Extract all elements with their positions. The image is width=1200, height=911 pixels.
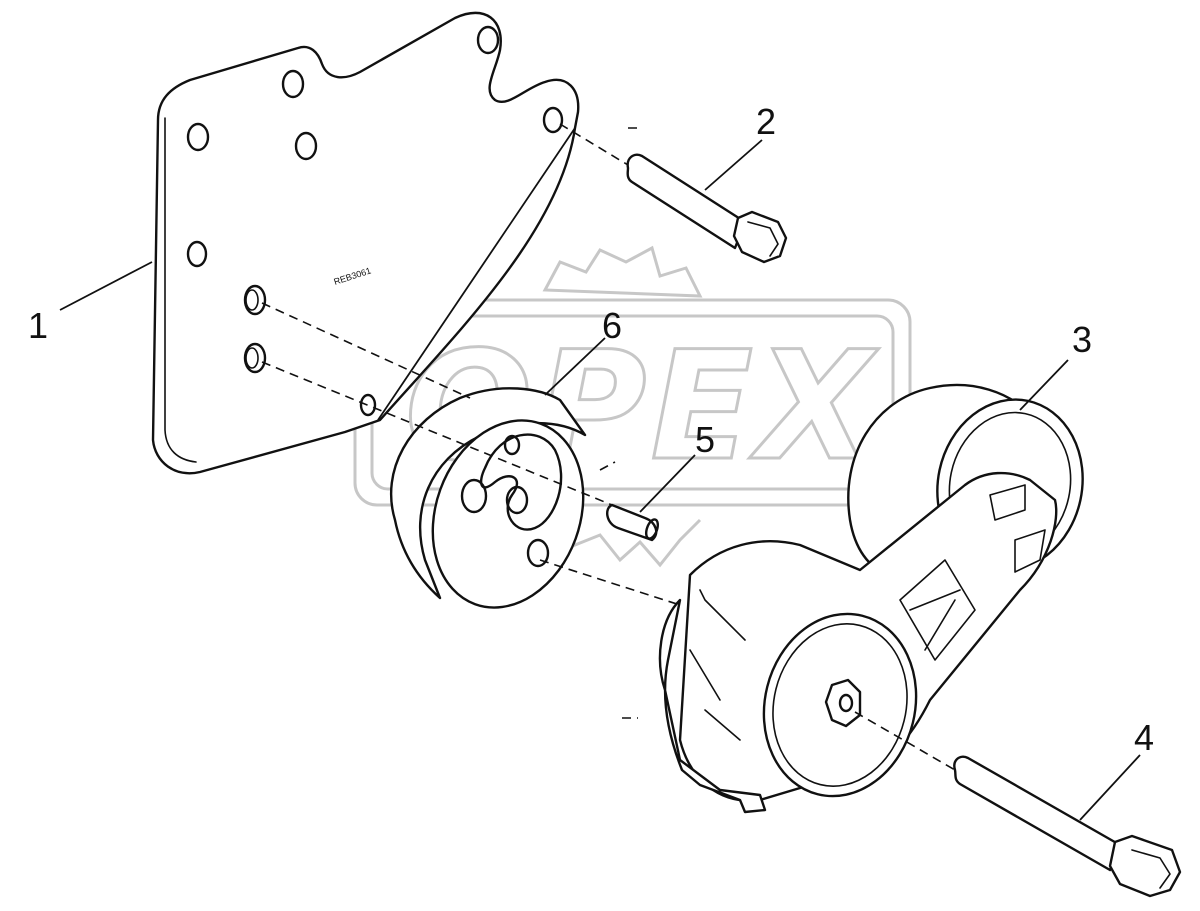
bolt-4-shank <box>953 755 1122 872</box>
tensioner-pulley-bore <box>838 693 854 713</box>
spacer-hole-top <box>503 434 521 456</box>
tensioner-arm-window-upper <box>989 484 1026 521</box>
bolt-2-hex-head <box>747 221 779 257</box>
callouts: 1 2 3 4 5 6 <box>28 101 1154 758</box>
leader-6 <box>544 337 606 396</box>
leader-5 <box>639 454 696 513</box>
leader-lines <box>59 127 1141 821</box>
part-3-belt-tensioner <box>658 383 1084 814</box>
leader-2 <box>704 139 763 191</box>
plate-hole-center <box>294 131 318 161</box>
callout-1: 1 <box>28 305 48 346</box>
callout-2: 2 <box>756 101 776 142</box>
axis-ticks <box>599 127 642 719</box>
tensioner-housing-details <box>689 589 746 741</box>
part-1-mounting-plate: REB3061 <box>151 11 580 475</box>
callout-3: 3 <box>1072 319 1092 360</box>
watermark-gear-bottom <box>563 514 702 568</box>
bolt-2-shank <box>626 153 747 250</box>
axis-spacer-to-tensioner <box>539 559 681 606</box>
tensioner-arm-rib-cross <box>909 589 961 651</box>
spacer-hole-bottom <box>526 538 550 568</box>
part-2-bolt <box>626 153 788 264</box>
spacer-hole-center <box>505 485 529 515</box>
plate-hole-top-left <box>281 69 305 99</box>
axis-upper-dowel <box>261 302 471 399</box>
part-4-bolt <box>953 755 1182 898</box>
assembly-axis-lines <box>261 123 956 771</box>
plate-hole-dowel-lower-inner <box>245 347 259 369</box>
callout-5: 5 <box>695 419 715 460</box>
tensioner-pulley-hex-boss <box>824 678 862 728</box>
part-6-spacer <box>389 387 587 609</box>
callout-6: 6 <box>602 305 622 346</box>
part-5-dowel-pin <box>606 503 660 542</box>
leader-1 <box>59 261 153 311</box>
plate-hole-dowel-upper-inner <box>245 289 259 311</box>
watermark-gear-top <box>542 245 703 298</box>
bolt-4-flange <box>1108 834 1182 898</box>
plate-hole-dowel-lower <box>243 342 267 374</box>
spacer-side <box>389 387 587 600</box>
plate-hole-lower-right <box>359 393 377 417</box>
axis-bolt-2 <box>559 123 629 166</box>
plate-hole-dowel-upper <box>243 284 267 316</box>
plate-body <box>151 11 580 475</box>
tensioner-arm-rib <box>899 559 976 661</box>
leader-4 <box>1079 754 1141 821</box>
plate-hole-left-upper <box>186 122 210 152</box>
callout-4: 4 <box>1134 717 1154 758</box>
plate-hole-left-middle <box>186 240 208 268</box>
tensioner-arm-window <box>1014 529 1046 573</box>
plate-hole-bolt-2 <box>542 106 564 134</box>
bolt-2-flange <box>732 210 788 264</box>
spacer-hole-left <box>460 478 488 514</box>
tensioner-housing-side <box>658 598 767 814</box>
spacer-center-cutout <box>479 433 563 531</box>
axis-lower-dowel <box>261 361 613 506</box>
bolt-4-hex-head <box>1131 849 1171 889</box>
tensioner-pulley-rim <box>772 623 908 787</box>
plate-edge-thickness <box>164 117 197 463</box>
plate-hole-top-right <box>476 25 500 55</box>
leader-3 <box>1019 359 1069 411</box>
leader-plate-edge <box>377 127 576 421</box>
axis-bolt-4 <box>854 711 956 771</box>
dowel-pin-end <box>644 518 660 540</box>
